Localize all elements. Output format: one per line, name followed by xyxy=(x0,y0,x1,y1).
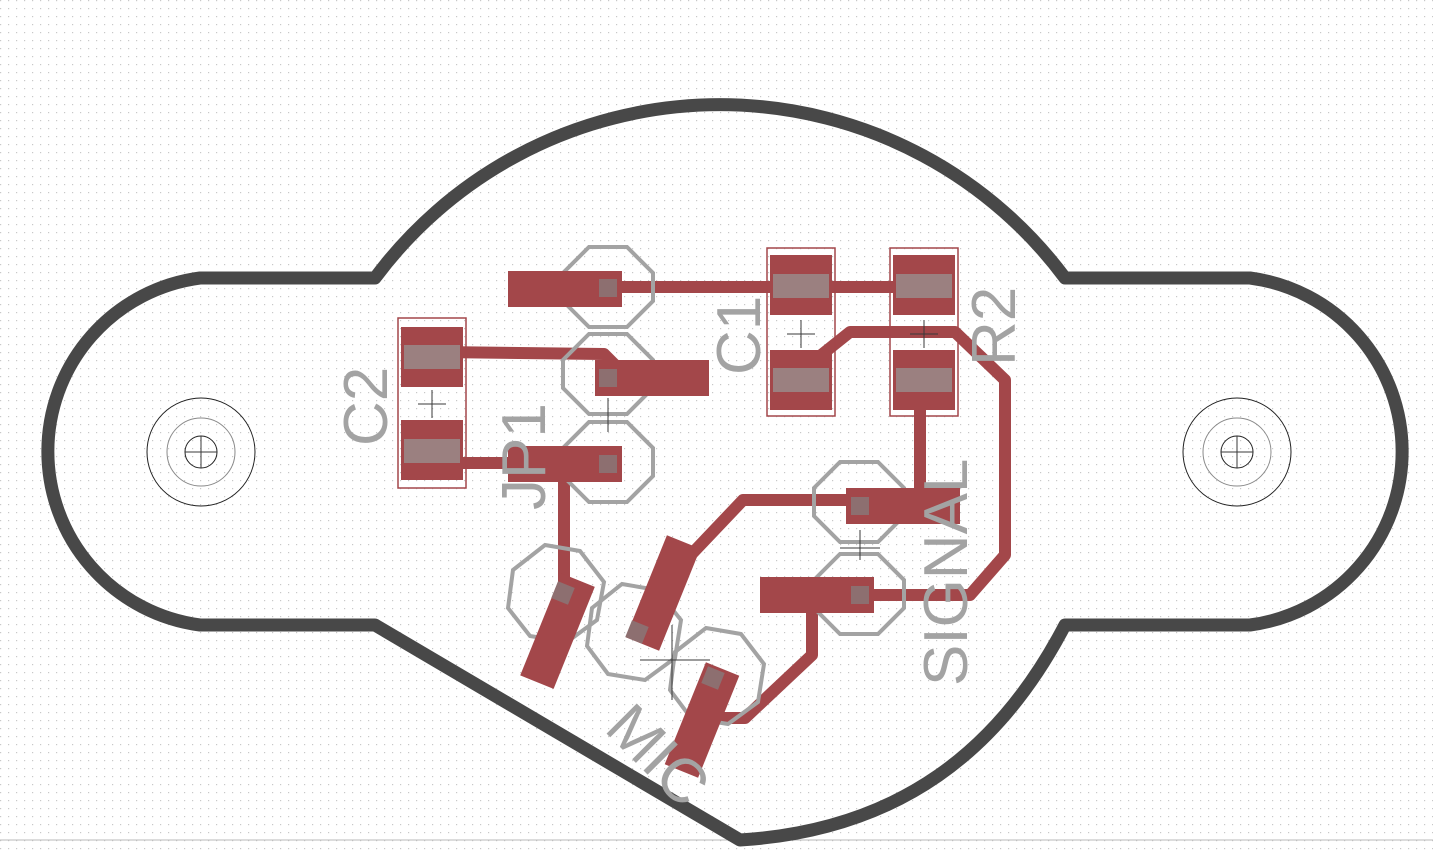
board-outline xyxy=(41,98,1409,847)
jp1-pad[interactable] xyxy=(508,245,655,329)
signal-pad[interactable] xyxy=(812,460,960,544)
mic-pad[interactable] xyxy=(584,535,701,683)
origin-cross-icon xyxy=(840,530,880,560)
jp1-pad[interactable] xyxy=(508,420,655,504)
c2-label: C2 xyxy=(332,367,401,446)
signal-pad[interactable] xyxy=(760,552,906,636)
r2-component[interactable] xyxy=(889,247,959,417)
signal-label: SIGNAL xyxy=(912,459,981,686)
mounting-hole-icon[interactable] xyxy=(1182,397,1292,507)
c1-label: C1 xyxy=(705,296,774,375)
mic-pad[interactable] xyxy=(664,625,767,778)
jp1-label: JP1 xyxy=(490,403,559,510)
origin-cross-icon xyxy=(640,625,710,700)
c1-component[interactable] xyxy=(766,247,836,417)
mounting-hole-icon[interactable] xyxy=(146,397,256,507)
jp1-pad[interactable] xyxy=(561,332,709,416)
mic-pad[interactable] xyxy=(505,542,607,689)
r2-label: R2 xyxy=(960,287,1029,366)
c2-component[interactable] xyxy=(397,317,467,489)
